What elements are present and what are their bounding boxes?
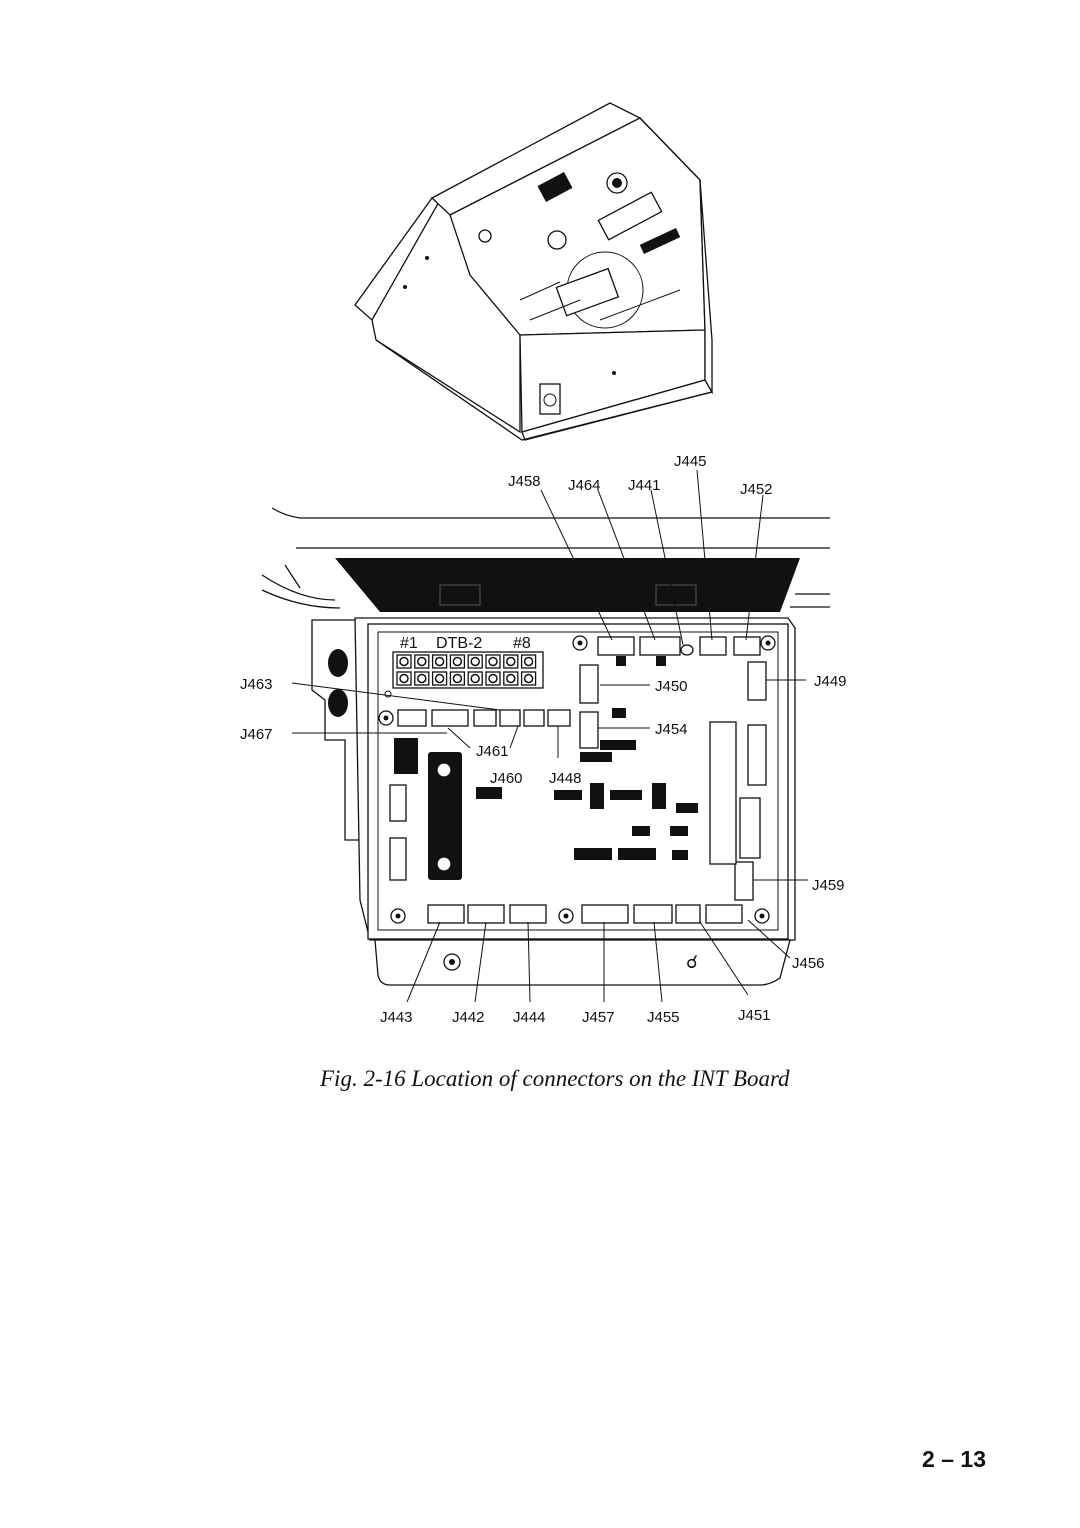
terminal-screw: [523, 673, 534, 684]
left-mounting-bracket: [311, 619, 361, 841]
label-j459: J459: [812, 877, 845, 894]
label-j464: J464: [568, 477, 601, 494]
leader-lines: [291, 469, 808, 1003]
terminal-screw: [452, 673, 463, 684]
label-j442: J442: [452, 1009, 485, 1026]
label-j467: J467: [240, 726, 273, 743]
label-j443: J443: [380, 1009, 413, 1026]
label-j450: J450: [655, 678, 688, 695]
top-cover-bar: [335, 558, 800, 612]
label-j454: J454: [655, 721, 688, 738]
label-j444: J444: [513, 1009, 546, 1026]
figure-caption: Fig. 2-16 Location of connectors on the …: [320, 1066, 790, 1091]
label-j441: J441: [628, 477, 661, 494]
dtb-labels: #1 DTB-2 #8: [400, 635, 531, 652]
svg-text:☌: ☌: [686, 952, 698, 972]
page-number: 2 – 13: [922, 1446, 986, 1472]
terminal-screw: [506, 656, 516, 667]
top-connector-row: [597, 636, 761, 666]
terminal-screw: [488, 673, 498, 684]
terminal-screw: [434, 673, 445, 684]
terminal-screw: [470, 656, 480, 667]
dtb-name-label: DTB-2: [436, 635, 482, 652]
terminal-screw: [417, 656, 427, 667]
terminal-screw: [434, 656, 445, 667]
label-j460: J460: [490, 770, 523, 787]
label-j452: J452: [740, 481, 773, 498]
label-j445: J445: [674, 453, 707, 470]
terminal-screw: [470, 673, 480, 684]
terminal-screw: [399, 656, 409, 667]
middle-connector-row: [397, 709, 571, 727]
int-board: ☌: [354, 617, 796, 986]
terminal-screw: [417, 673, 427, 684]
terminal-screw: [506, 673, 516, 684]
terminal-screw: [399, 673, 409, 684]
label-j449: J449: [814, 673, 847, 690]
label-j451: J451: [738, 1007, 771, 1024]
label-j458: J458: [508, 473, 541, 490]
label-j461: J461: [476, 743, 509, 760]
terminal-screw: [452, 656, 463, 667]
dtb-last-terminal-label: #8: [513, 635, 531, 652]
terminal-screw: [488, 656, 498, 667]
label-j455: J455: [647, 1009, 680, 1026]
connector-labels: J445 J458 J464 J441 J452 J449 J450 J454 …: [240, 453, 847, 1026]
chassis-lines: [261, 507, 830, 609]
terminal-screw: [523, 656, 534, 667]
dtb-first-terminal-label: #1: [400, 635, 418, 652]
label-j463: J463: [240, 676, 273, 693]
label-j448: J448: [549, 770, 582, 787]
dtb-2-terminals: [396, 654, 537, 686]
terminal-housing-illustration: [354, 102, 713, 441]
bottom-connector-row: [427, 904, 743, 924]
label-j456: J456: [792, 955, 825, 972]
label-j457: J457: [582, 1009, 615, 1026]
